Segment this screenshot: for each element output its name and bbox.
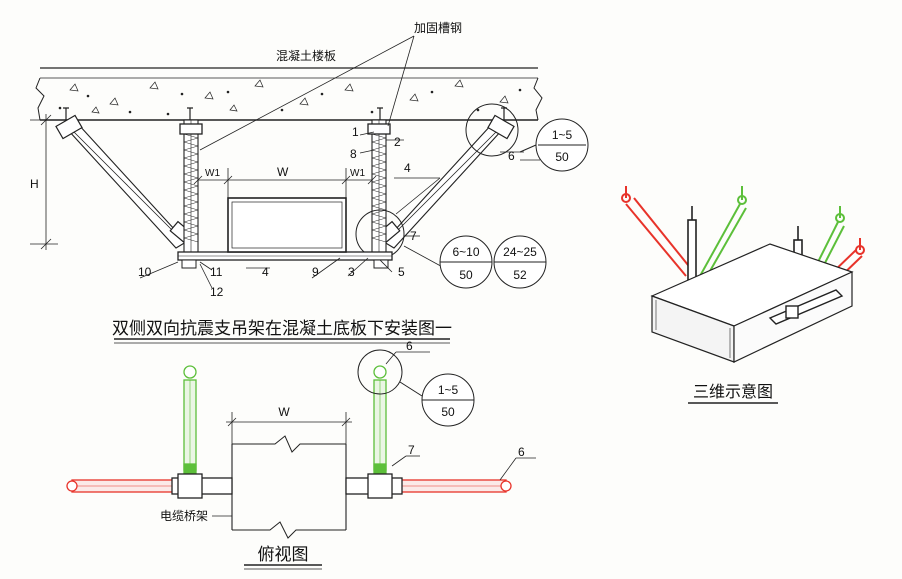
ref-b-top: 6~10 bbox=[452, 245, 479, 259]
ref-c-top: 24~25 bbox=[503, 245, 537, 259]
part-number-3: 3 bbox=[348, 265, 355, 279]
label-dim-w1-right: W1 bbox=[350, 168, 365, 179]
plan-right-red-brace bbox=[399, 479, 512, 493]
part-number-7: 7 bbox=[410, 229, 417, 243]
plan-clamps bbox=[171, 473, 403, 499]
ref-c-bottom: 52 bbox=[513, 268, 527, 282]
cable-tray-section bbox=[227, 197, 347, 253]
label-dim-w1-left: W1 bbox=[205, 168, 220, 179]
part-number-4-upper: 4 bbox=[404, 161, 411, 175]
plan-left-red-brace bbox=[66, 479, 177, 493]
plan-left-green-brace bbox=[183, 365, 197, 475]
dimension-h bbox=[30, 114, 58, 250]
iso-caption: 三维示意图 bbox=[693, 382, 773, 401]
label-dim-h: H bbox=[30, 177, 39, 191]
plan-part-number-7: 7 bbox=[408, 443, 415, 457]
iso-view: 三维示意图 bbox=[621, 186, 865, 404]
plan-caption: 俯视图 bbox=[258, 545, 309, 565]
plan-part-number-6-right: 6 bbox=[518, 445, 525, 459]
part-number-1: 1 bbox=[352, 125, 359, 139]
part-number-5: 5 bbox=[398, 265, 405, 279]
plan-ref-bottom: 50 bbox=[441, 405, 455, 419]
part-number-4-lower: 4 bbox=[262, 265, 269, 279]
part-number-2: 2 bbox=[394, 135, 401, 149]
ref-b-bottom: 50 bbox=[459, 268, 473, 282]
section-view bbox=[30, 35, 589, 344]
ref-circle-c bbox=[493, 235, 547, 289]
left-diagonal-brace bbox=[55, 114, 193, 249]
concrete-slab bbox=[35, 67, 543, 121]
ref-a-bottom: 50 bbox=[555, 150, 569, 164]
plan-ref-top: 1~5 bbox=[438, 383, 459, 397]
label-reinforcing-channel: 加固槽钢 bbox=[414, 21, 462, 35]
plan-dimension-w bbox=[226, 412, 352, 444]
label-concrete-slab: 混凝土楼板 bbox=[276, 48, 336, 63]
bottom-crossbar bbox=[177, 251, 393, 269]
section-labels: 混凝土楼板 加固槽钢 H W W1 W1 1 2 8 4 6 7 10 11 1… bbox=[30, 21, 573, 339]
plan-label-cable-tray: 电缆桥架 bbox=[160, 509, 208, 523]
part-number-9: 9 bbox=[312, 265, 319, 279]
ref-circle-b bbox=[439, 235, 493, 289]
plan-view bbox=[66, 349, 536, 570]
label-dim-w: W bbox=[277, 165, 289, 179]
section-caption: 双侧双向抗震支吊架在混凝土底板下安装图一 bbox=[112, 319, 452, 339]
dimension-w bbox=[193, 168, 377, 200]
plan-right-green-brace bbox=[373, 365, 387, 475]
ref-a-top: 1~5 bbox=[552, 128, 573, 142]
part-number-8: 8 bbox=[350, 147, 357, 161]
part-number-10: 10 bbox=[138, 265, 152, 279]
slab-anchors bbox=[63, 107, 507, 120]
plan-label-dim-w: W bbox=[278, 405, 290, 419]
part-number-6: 6 bbox=[508, 149, 515, 163]
right-diagonal-brace bbox=[377, 103, 519, 249]
plan-ref-circle bbox=[357, 349, 475, 427]
part-number-12: 12 bbox=[210, 285, 224, 299]
plan-part-number-6-top: 6 bbox=[406, 339, 413, 353]
ref-circle-a bbox=[519, 118, 589, 172]
plan-cable-tray bbox=[231, 435, 347, 539]
iso-crossbar bbox=[768, 289, 844, 325]
plan-labels: W 6 7 6 1~5 50 电缆桥架 俯视图 bbox=[160, 339, 525, 565]
part-number-11: 11 bbox=[210, 265, 223, 279]
plan-leader-lines bbox=[212, 351, 536, 517]
